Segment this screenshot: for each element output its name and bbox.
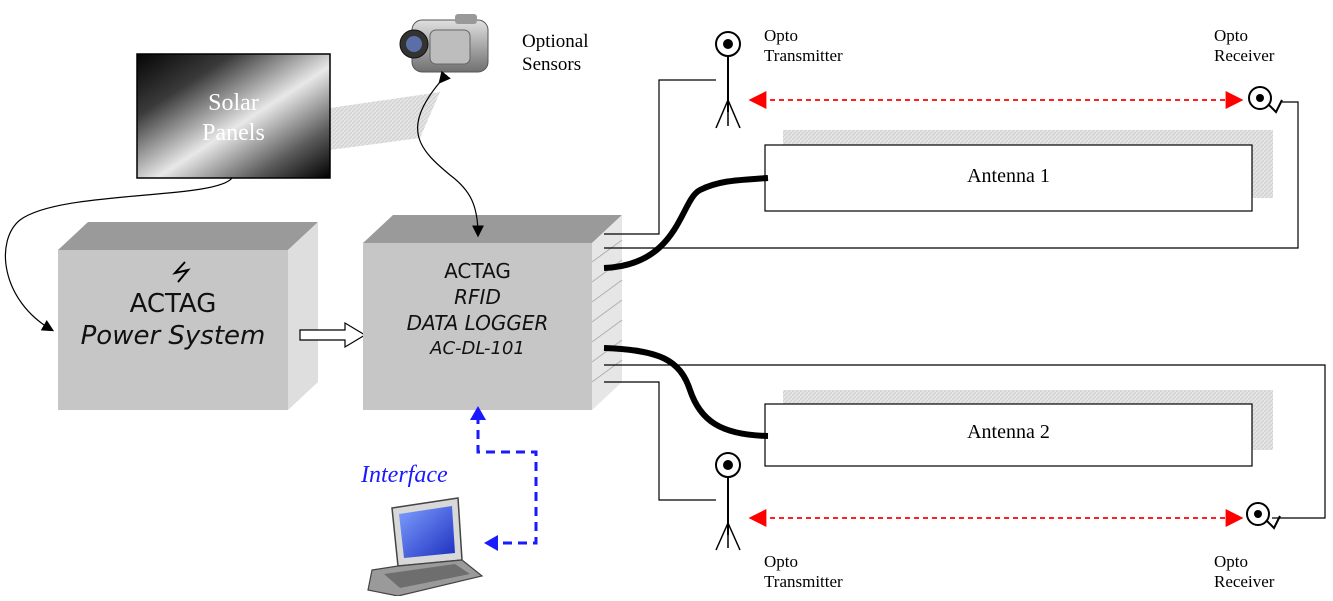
laptop-icon (367, 497, 484, 597)
antenna-1-cable (603, 175, 769, 271)
opto-transmitter-bottom-label: Opto Transmitter (764, 552, 843, 592)
data-logger-box (363, 215, 623, 410)
solar-panel-body (136, 53, 331, 179)
optional-sensors-line2: Sensors (522, 54, 582, 75)
antenna-2-cable (603, 345, 769, 439)
opto-receiver-bottom-label: Opto Receiver (1214, 552, 1274, 592)
interface-label: Interface (361, 462, 448, 488)
opto-transmitter-top-line1: Opto (764, 26, 798, 45)
antenna-2-label: Antenna 2 (967, 421, 1050, 443)
opto-receiver-top-icon (1248, 86, 1283, 114)
interface-link (476, 414, 538, 545)
data-logger-line3: DATA LOGGER (406, 311, 549, 335)
antenna-1-body (764, 144, 1253, 212)
logger-box-side (592, 215, 622, 410)
interface-arrow-up (470, 406, 486, 420)
lightning-icon (172, 261, 191, 283)
solar-panels-line2: Panels (202, 120, 265, 146)
power-box-front (58, 250, 288, 410)
opto-receiver-top-label: Opto Receiver (1214, 26, 1274, 66)
opto-transmitter-bottom-line2: Transmitter (764, 572, 843, 591)
logger-ports (591, 239, 623, 383)
opto-receiver-bottom-line2: Receiver (1214, 572, 1275, 591)
antenna-2 (764, 390, 1273, 467)
wire-top-transmitter (604, 79, 716, 235)
opto-transmitter-bottom-icon (715, 452, 741, 551)
camera-icon (399, 14, 489, 73)
data-logger-line2: RFID (454, 285, 501, 309)
opto-receiver-bottom-line1: Opto (1214, 552, 1248, 571)
antenna-1 (764, 130, 1273, 212)
antenna-1-label: Antenna 1 (967, 165, 1050, 187)
power-system-line2: Power System (80, 321, 266, 351)
solar-panels-label: Solar Panels (137, 88, 330, 148)
solar-panel (136, 53, 440, 179)
power-system-line1: ACTAG (129, 289, 217, 319)
opto-transmitter-top-label: Opto Transmitter (764, 26, 843, 66)
solar-to-power-arrow (4, 177, 233, 332)
logger-box-front (363, 243, 592, 410)
data-logger-label: ACTAG RFID DATA LOGGER AC-DL-101 (363, 258, 592, 362)
power-box-top (58, 222, 318, 250)
power-system-box (58, 222, 318, 410)
wire-bottom-receiver (604, 364, 1326, 519)
sensor-logger-link (417, 70, 484, 238)
optional-sensors-label: Optional Sensors (522, 30, 589, 76)
power-box-side (288, 222, 318, 410)
opto-wiring (604, 79, 1326, 519)
data-logger-line4: AC-DL-101 (430, 338, 525, 359)
opto-receiver-top-line2: Receiver (1214, 46, 1275, 65)
opto-transmitter-bottom-line1: Opto (764, 552, 798, 571)
power-to-logger-arrow (299, 321, 367, 349)
opto-receiver-bottom-icon (1246, 502, 1281, 530)
solar-panel-beam (330, 92, 440, 150)
logger-box-top (363, 215, 622, 243)
opto-transmitter-top-line2: Transmitter (764, 46, 843, 65)
data-logger-line1: ACTAG (444, 259, 511, 283)
wire-top-receiver (604, 101, 1299, 249)
antenna-2-body (764, 403, 1253, 467)
solar-panels-line1: Solar (208, 90, 259, 116)
opto-transmitter-top-icon (715, 31, 741, 129)
opto-receiver-top-line1: Opto (1214, 26, 1248, 45)
interface-arrow-left (484, 535, 498, 551)
optional-sensors-line1: Optional (522, 31, 589, 52)
wire-bottom-transmitter (604, 381, 716, 501)
power-system-label: ACTAG Power System (58, 288, 288, 352)
